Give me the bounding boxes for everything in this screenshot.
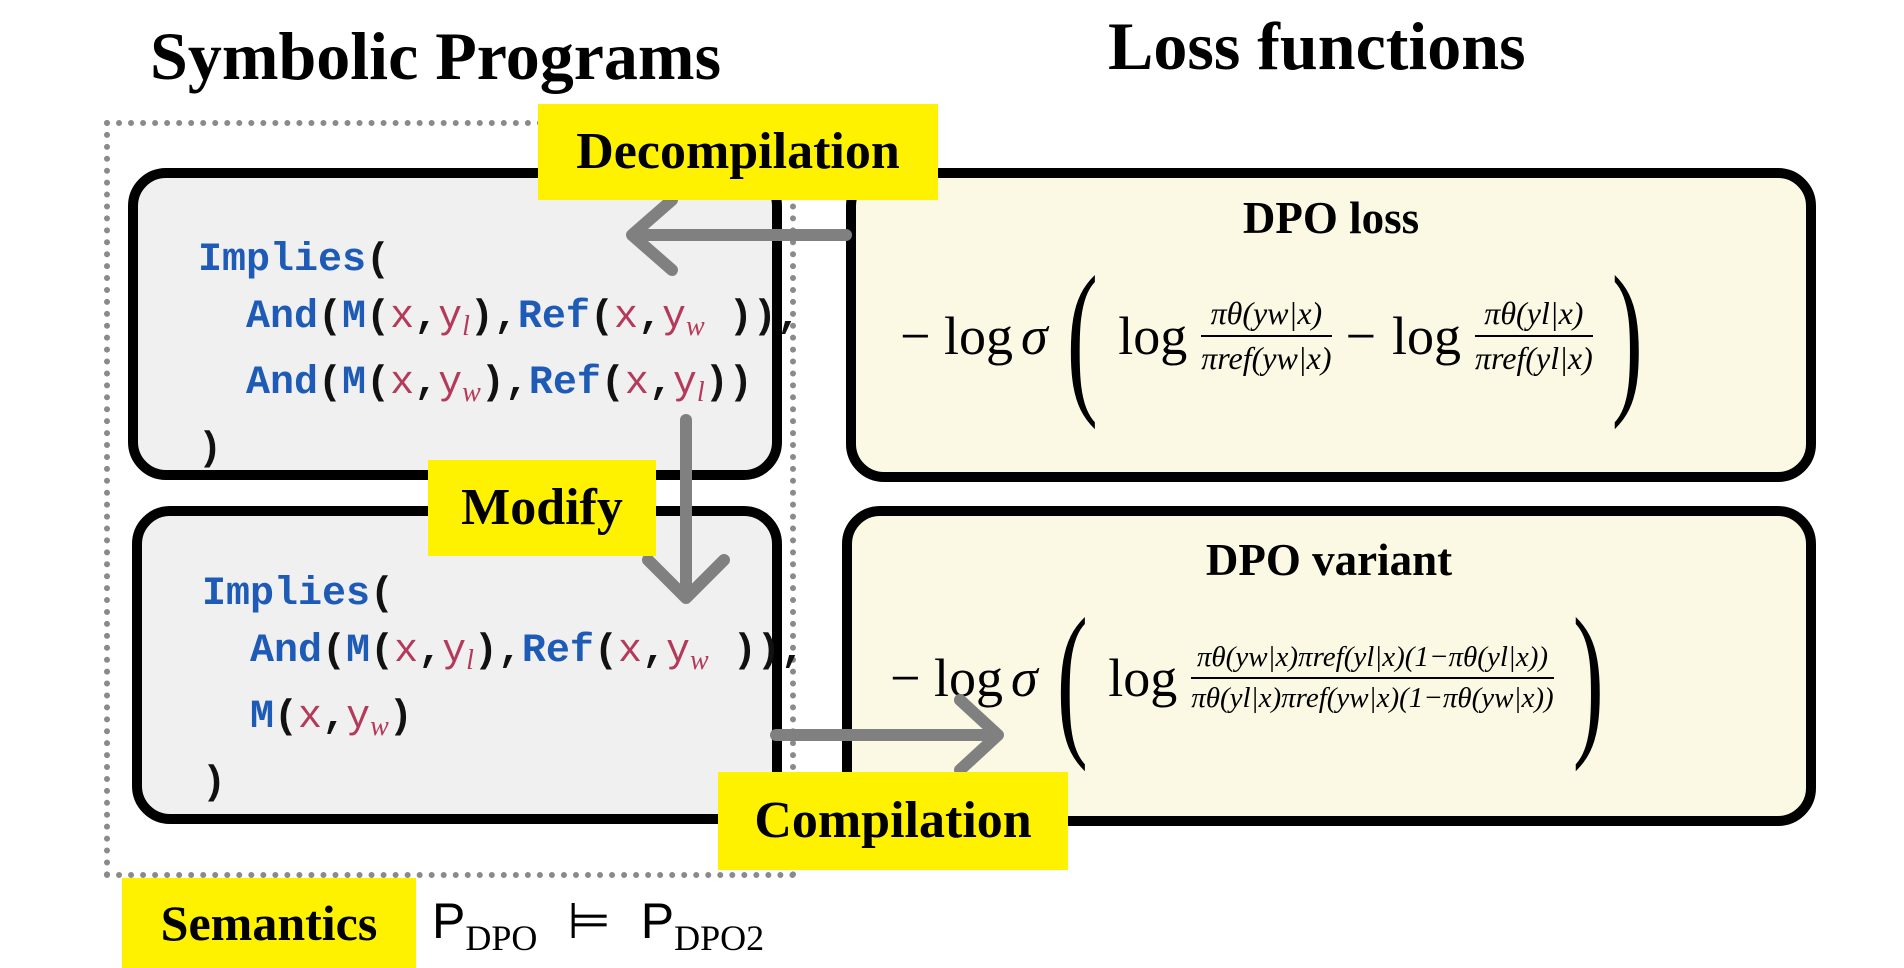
loss-title-variant: DPO variant bbox=[1205, 535, 1453, 585]
code-fn: Implies bbox=[198, 238, 367, 283]
heading-symbolic-programs: Symbolic Programs bbox=[150, 18, 722, 94]
formula-dpo: − log σ ( log πθ(yw|x)πref(yw|x) − log π… bbox=[900, 242, 1643, 430]
decompilation-label: Decompilation bbox=[538, 104, 938, 200]
decompilation-arrowhead bbox=[626, 194, 678, 276]
formula-variant: − log σ ( log πθ(yw|x)πref(yl|x)(1−πθ(yl… bbox=[890, 584, 1604, 772]
loss-title-dpo: DPO loss bbox=[1242, 193, 1420, 243]
semantics-label: Semantics bbox=[122, 878, 416, 968]
program-group-border bbox=[104, 120, 796, 878]
loss-panel-dpo: DPO loss − log σ ( log πθ(yw|x)πref(yw|x… bbox=[846, 168, 1816, 482]
semantics-relation: PDPO ⊨ PDPO2 bbox=[432, 893, 765, 958]
loss-panel-variant: DPO variant − log σ ( log πθ(yw|x)πref(y… bbox=[842, 506, 1816, 826]
modify-label: Modify bbox=[428, 460, 656, 556]
compilation-label: Compilation bbox=[718, 772, 1068, 870]
program-code-variant: Implies( And(M(x,yl),Ref(x,yw )), M(x,yw… bbox=[202, 572, 805, 806]
compilation-arrowhead bbox=[954, 694, 1004, 776]
modify-arrowhead bbox=[642, 554, 730, 604]
heading-loss-functions: Loss functions bbox=[1108, 8, 1526, 84]
program-code-dpo: Implies( And(M(x,yl),Ref(x,yw )), And(M(… bbox=[198, 238, 801, 472]
